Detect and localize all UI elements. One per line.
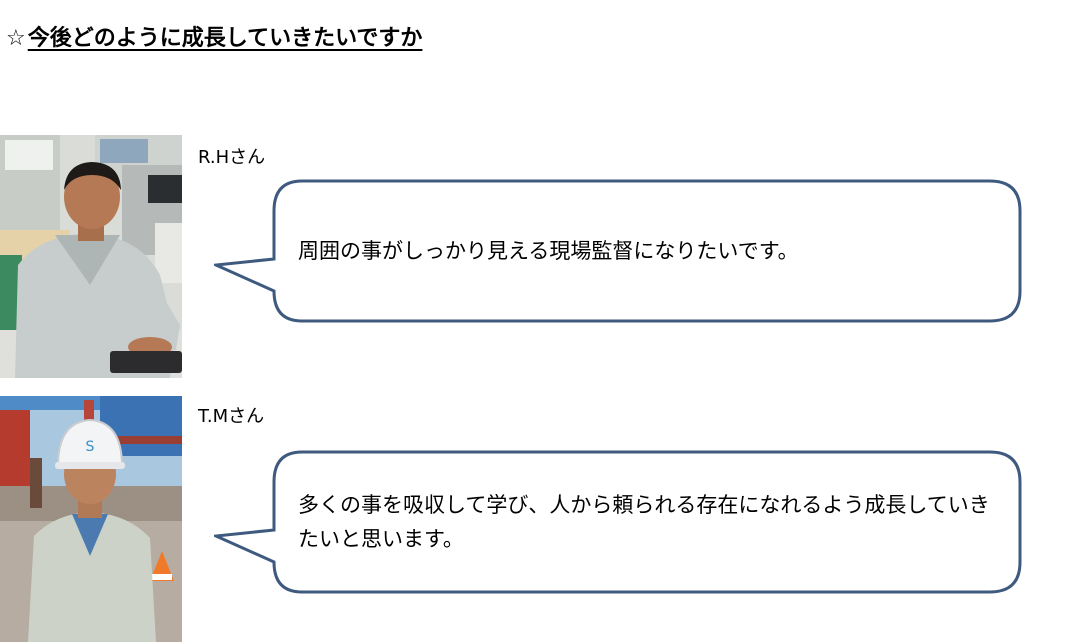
svg-text:S: S xyxy=(86,439,95,455)
person-name-label: T.Mさん xyxy=(198,406,265,427)
person-photo-rh xyxy=(0,135,182,378)
speech-bubble-text: 周囲の事がしっかり見える現場監督になりたいです。 xyxy=(298,239,799,263)
speech-bubble xyxy=(214,450,1022,594)
speech-bubble xyxy=(214,179,1022,323)
heading-title: 今後どのように成長していきたいですか xyxy=(27,26,423,51)
star-icon: ☆ xyxy=(6,26,26,51)
person-name-label: R.Hさん xyxy=(198,147,266,168)
speech-bubble-text: 多くの事を吸収して学び、人から頼られる存在になれるよう成長していきたいと思います… xyxy=(298,493,990,551)
person-photo-tm: S xyxy=(0,396,182,642)
page-heading: ☆今後どのように成長していきたいですか xyxy=(6,20,422,52)
